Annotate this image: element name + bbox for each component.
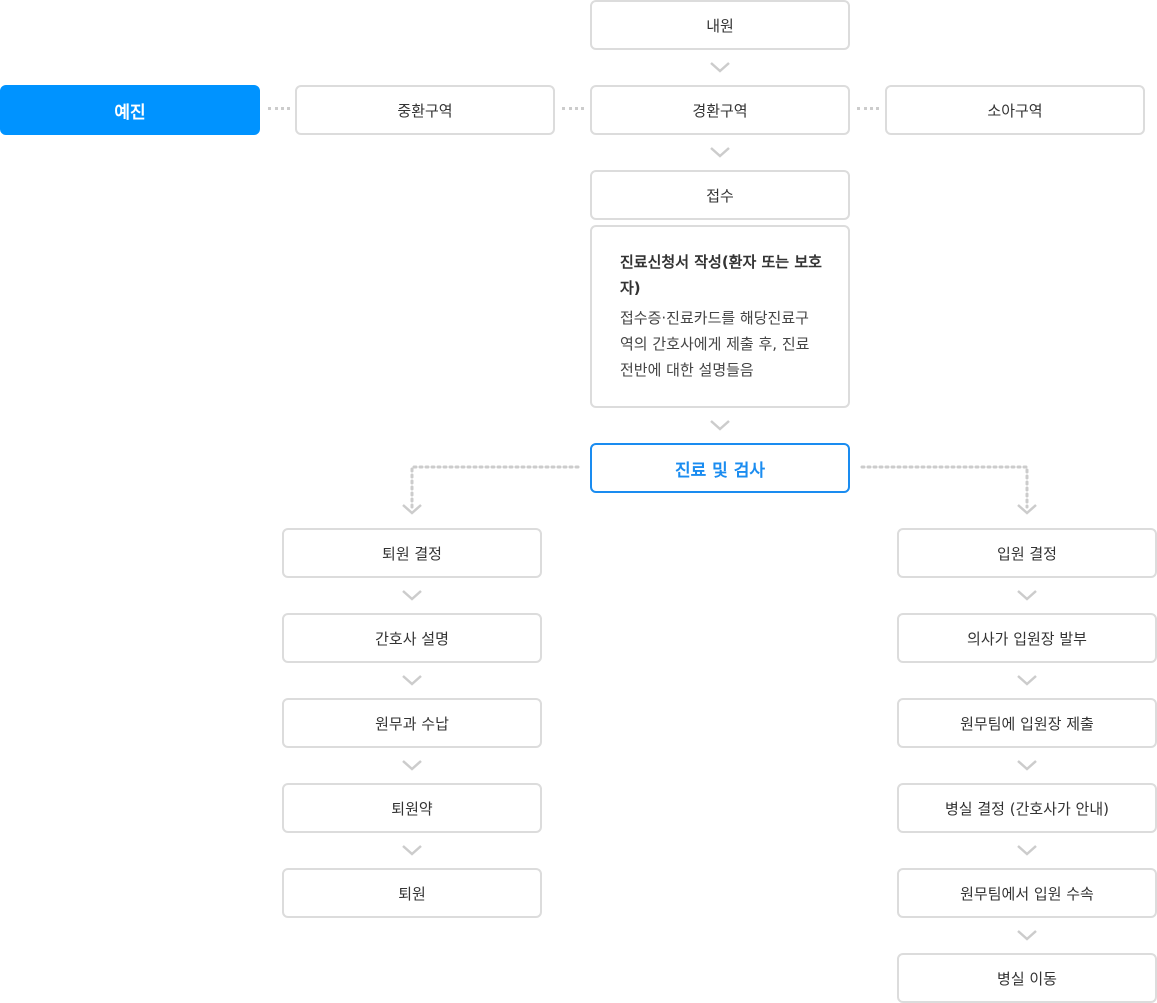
chevron-down-icon	[1017, 930, 1037, 941]
dotted-connector	[268, 107, 290, 110]
triage-box: 예진	[0, 85, 260, 135]
chevron-down-icon	[1017, 675, 1037, 686]
step-exam-label: 진료 및 검사	[674, 460, 766, 481]
admission-step-label: 병실 결정 (간호사가 안내)	[944, 799, 1109, 818]
zone-pediatric: 소아구역	[885, 85, 1145, 135]
zone-mild: 경환구역	[590, 85, 850, 135]
zone-pediatric-label: 소아구역	[987, 101, 1043, 120]
step-reception-label: 접수	[706, 186, 734, 205]
chevron-down-icon	[1017, 760, 1037, 771]
chevron-down-icon	[402, 504, 422, 515]
zone-severe-label: 중환구역	[397, 101, 453, 120]
discharge-step: 퇴원약	[282, 783, 542, 833]
discharge-step-label: 원무과 수납	[375, 714, 449, 733]
triage-label: 예진	[114, 102, 146, 123]
discharge-step: 퇴원	[282, 868, 542, 918]
chevron-down-icon	[1017, 504, 1037, 515]
chevron-down-icon	[402, 760, 422, 771]
admission-step-label: 의사가 입원장 발부	[967, 629, 1087, 648]
chevron-down-icon	[402, 675, 422, 686]
application-title: 진료신청서 작성(환자 또는 보호자)	[620, 253, 822, 297]
admission-step: 원무팀에서 입원 수속	[897, 868, 1157, 918]
chevron-down-icon	[1017, 590, 1037, 601]
chevron-down-icon	[402, 590, 422, 601]
chevron-down-icon	[710, 420, 730, 431]
application-text: 접수증·진료카드를 해당진료구역의 간호사에게 제출 후, 진료 전반에 대한 …	[620, 309, 810, 379]
dotted-connector	[857, 107, 879, 110]
admission-step-label: 원무팀에서 입원 수속	[960, 884, 1094, 903]
admission-step-label: 원무팀에 입원장 제출	[960, 714, 1094, 733]
discharge-step-label: 퇴원약	[391, 799, 433, 818]
discharge-step: 원무과 수납	[282, 698, 542, 748]
admission-step: 의사가 입원장 발부	[897, 613, 1157, 663]
step-reception: 접수	[590, 170, 850, 220]
admission-step-label: 병실 이동	[997, 969, 1057, 988]
branch-right-connector	[860, 465, 1029, 509]
step-visit-label: 내원	[706, 16, 734, 35]
discharge-step: 퇴원 결정	[282, 528, 542, 578]
admission-step-label: 입원 결정	[997, 544, 1057, 563]
branch-left-connector	[410, 465, 580, 509]
chevron-down-icon	[710, 147, 730, 158]
discharge-step-label: 퇴원	[398, 884, 426, 903]
discharge-step: 간호사 설명	[282, 613, 542, 663]
chevron-down-icon	[1017, 845, 1037, 856]
admission-step: 입원 결정	[897, 528, 1157, 578]
discharge-step-label: 퇴원 결정	[382, 544, 442, 563]
admission-step: 병실 결정 (간호사가 안내)	[897, 783, 1157, 833]
discharge-step-label: 간호사 설명	[375, 629, 449, 648]
zone-severe: 중환구역	[295, 85, 555, 135]
zone-mild-label: 경환구역	[692, 101, 748, 120]
dotted-connector	[562, 107, 584, 110]
admission-step: 병실 이동	[897, 953, 1157, 1003]
step-visit: 내원	[590, 0, 850, 50]
chevron-down-icon	[710, 62, 730, 73]
application-detail-box: 진료신청서 작성(환자 또는 보호자) 접수증·진료카드를 해당진료구역의 간호…	[590, 225, 850, 408]
admission-step: 원무팀에 입원장 제출	[897, 698, 1157, 748]
step-exam: 진료 및 검사	[590, 443, 850, 493]
chevron-down-icon	[402, 845, 422, 856]
